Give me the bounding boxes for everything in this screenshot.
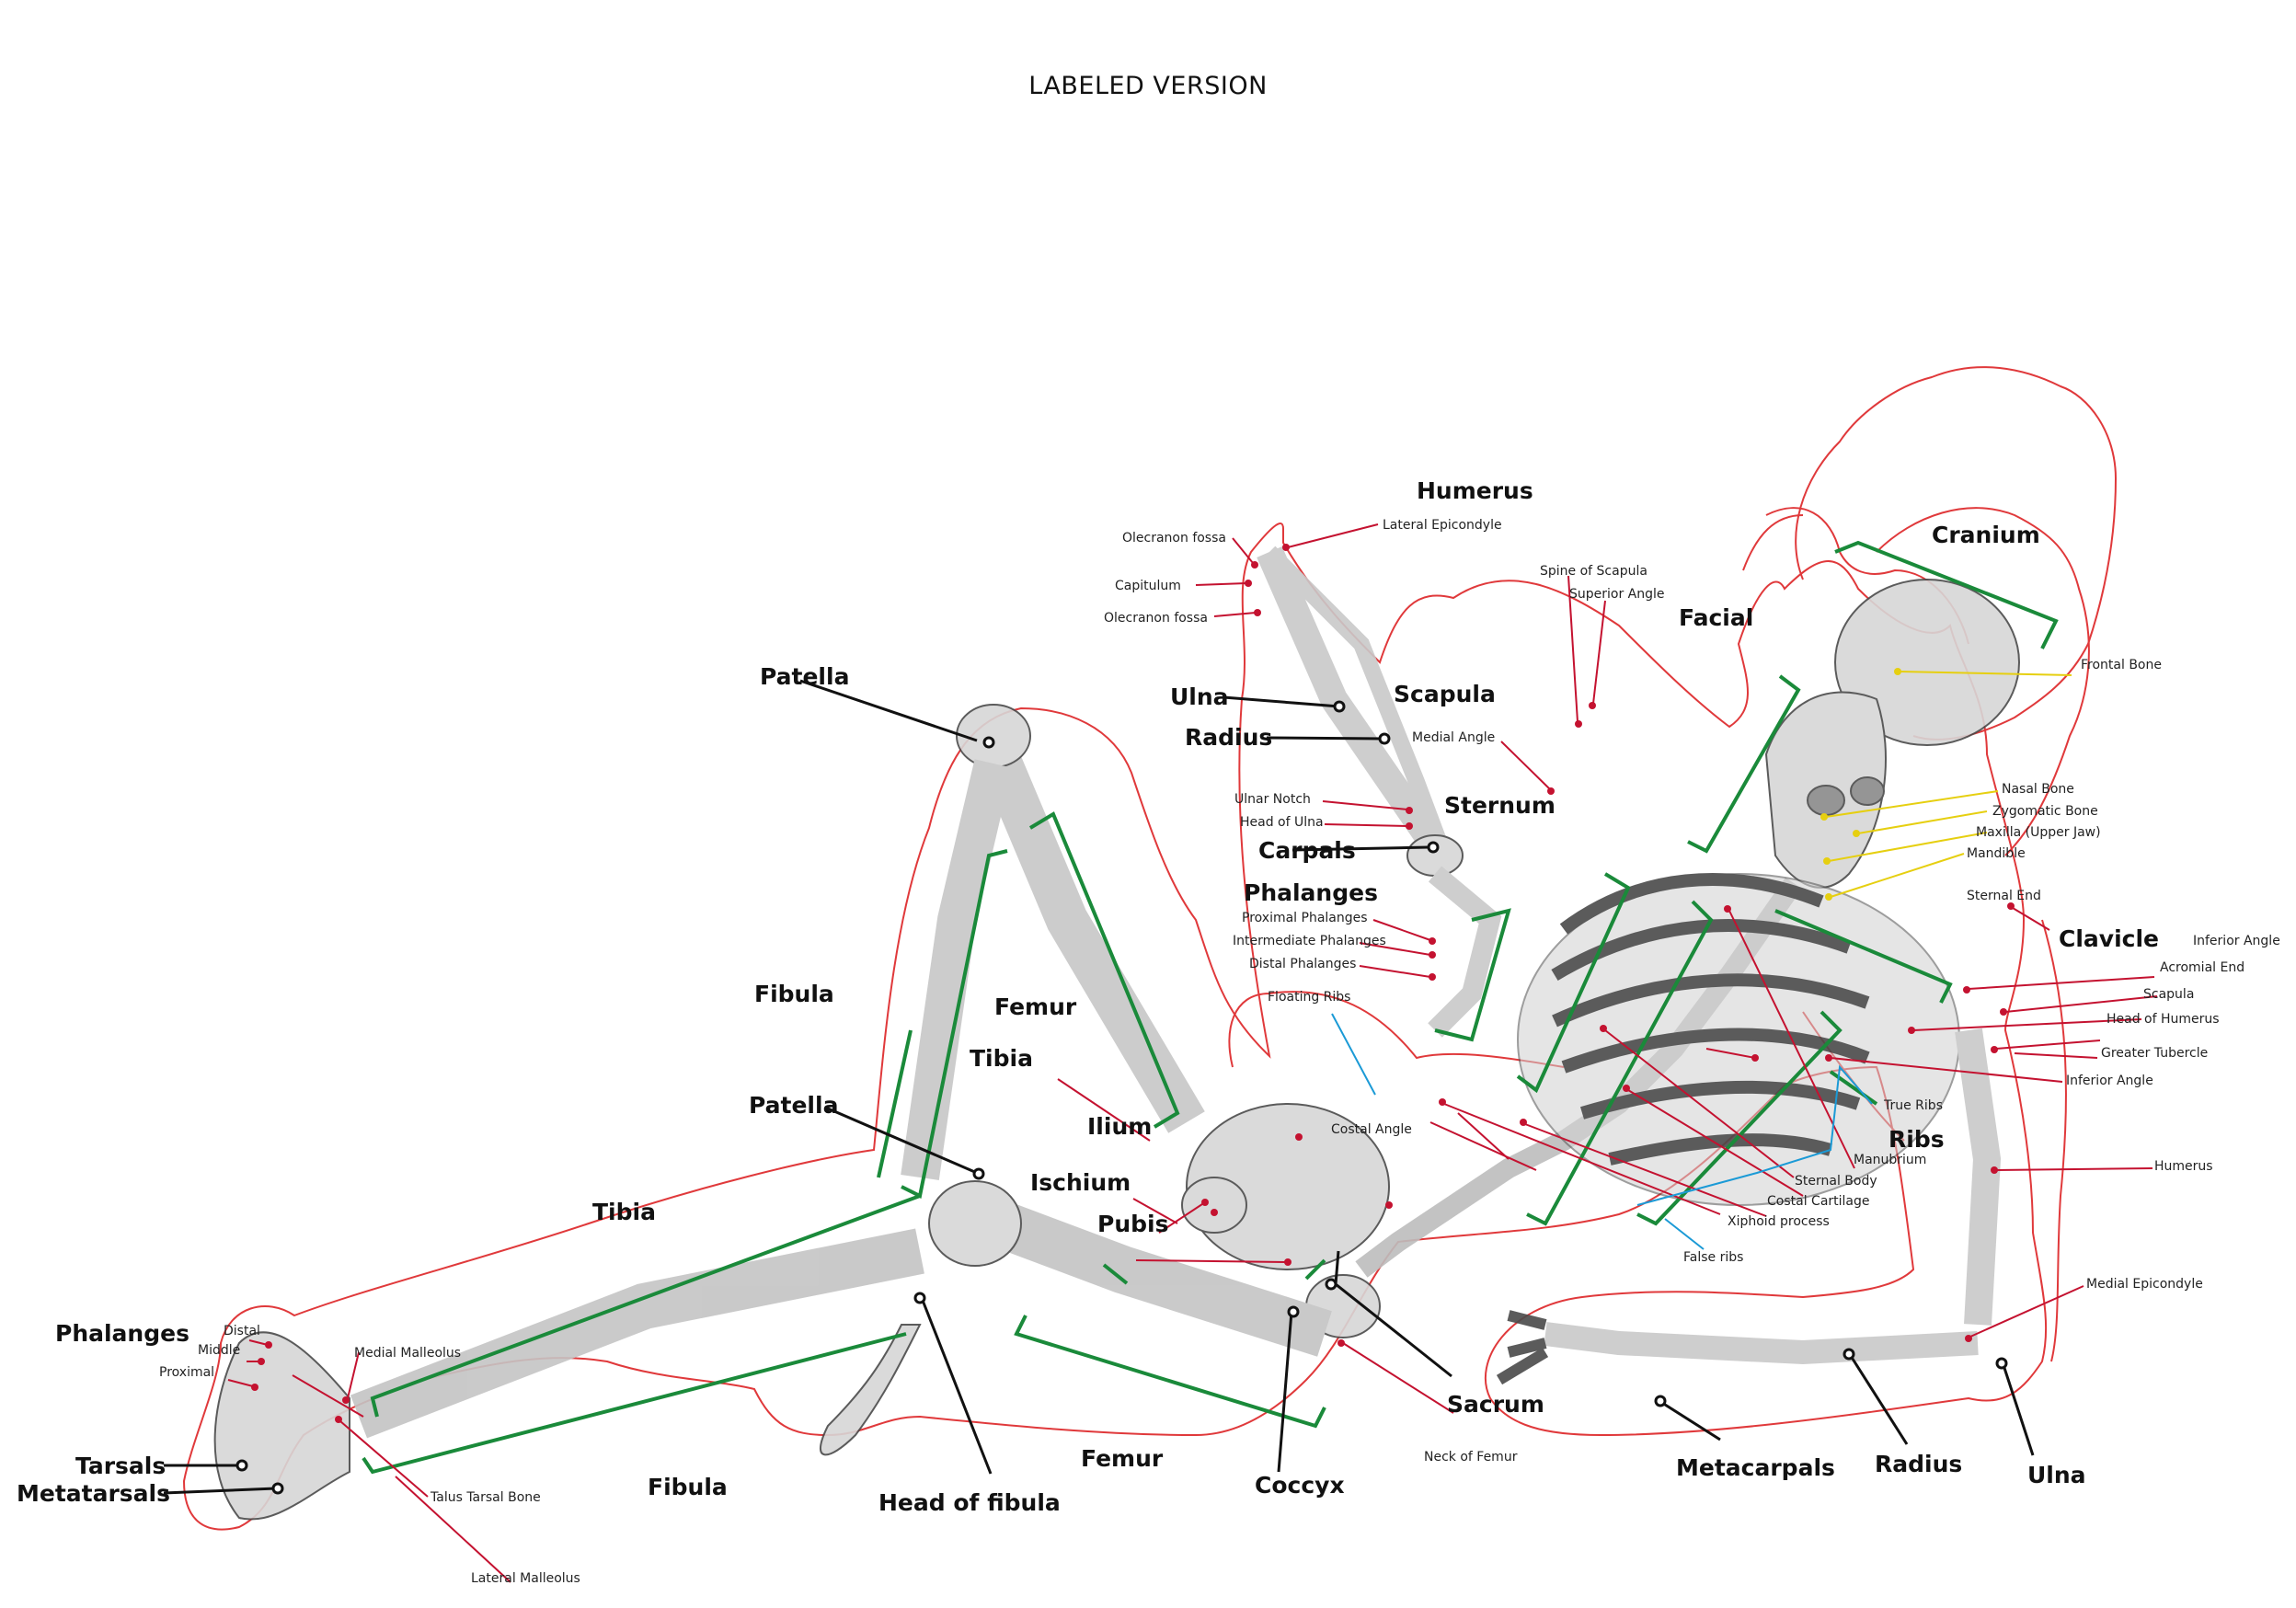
label-proximal-phalanges: Proximal Phalanges bbox=[1242, 911, 1368, 925]
label-ribs: Ribs bbox=[1888, 1126, 1945, 1153]
label-intermediate-phalanges: Intermediate Phalanges bbox=[1233, 934, 1386, 948]
label-clavicle: Clavicle bbox=[2059, 925, 2159, 952]
marker-dots bbox=[235, 544, 2015, 1495]
label-scapula: Scapula bbox=[1394, 681, 1496, 707]
label-patella-lower: Patella bbox=[749, 1092, 838, 1119]
label-false-ribs: False ribs bbox=[1683, 1250, 1743, 1265]
label-ischium: Ischium bbox=[1030, 1169, 1131, 1196]
label-sternal-body: Sternal Body bbox=[1795, 1174, 1877, 1189]
major-labels: Humerus Cranium Facial Patella Ulna Radi… bbox=[17, 477, 2159, 1516]
label-nasal-bone: Nasal Bone bbox=[2002, 782, 2074, 797]
label-head-of-fibula: Head of fibula bbox=[878, 1489, 1061, 1516]
label-phalanges-foot: Phalanges bbox=[55, 1320, 189, 1347]
label-humerus-top: Humerus bbox=[1417, 477, 1533, 504]
leader-lines bbox=[163, 523, 2158, 1583]
label-ulnar-notch: Ulnar Notch bbox=[1234, 792, 1311, 807]
label-costal-cartilage: Costal Cartilage bbox=[1767, 1194, 1870, 1209]
label-floating-ribs: Floating Ribs bbox=[1268, 990, 1350, 1005]
label-fibula-top: Fibula bbox=[754, 981, 834, 1007]
label-radius-lower: Radius bbox=[1875, 1451, 1962, 1477]
label-pubis: Pubis bbox=[1097, 1211, 1168, 1237]
label-coccyx: Coccyx bbox=[1255, 1472, 1345, 1499]
label-sternal-end: Sternal End bbox=[1967, 889, 2041, 903]
label-scapula-minor: Scapula bbox=[2143, 987, 2194, 1002]
label-olecranon-fossa-1: Olecranon fossa bbox=[1122, 531, 1226, 546]
label-femur-lower: Femur bbox=[1081, 1445, 1164, 1472]
label-olecranon-fossa-2: Olecranon fossa bbox=[1104, 611, 1208, 626]
label-capitulum: Capitulum bbox=[1115, 579, 1181, 593]
label-inferior-angle-top: Inferior Angle bbox=[2193, 934, 2280, 948]
label-sternum: Sternum bbox=[1444, 792, 1556, 819]
label-greater-tubercle: Greater Tubercle bbox=[2101, 1046, 2208, 1061]
cranium-outline bbox=[1795, 366, 2118, 741]
label-ulna-top: Ulna bbox=[1170, 683, 1229, 710]
label-medial-angle: Medial Angle bbox=[1412, 730, 1495, 745]
label-costal-angle: Costal Angle bbox=[1331, 1122, 1412, 1137]
page-title: LABELED VERSION bbox=[1028, 72, 1268, 100]
label-superior-angle: Superior Angle bbox=[1569, 587, 1665, 602]
label-sacrum: Sacrum bbox=[1447, 1391, 1544, 1418]
label-cranium: Cranium bbox=[1932, 522, 2040, 548]
label-zygomatic-bone: Zygomatic Bone bbox=[1992, 804, 2098, 819]
label-frontal-bone: Frontal Bone bbox=[2081, 658, 2162, 672]
label-neck-of-femur: Neck of Femur bbox=[1424, 1450, 1518, 1464]
label-medial-malleolus: Medial Malleolus bbox=[354, 1346, 461, 1361]
label-maxilla: Maxilla (Upper Jaw) bbox=[1976, 825, 2101, 840]
label-phalanges-hand: Phalanges bbox=[1244, 879, 1378, 906]
bracket-lines bbox=[362, 540, 2059, 1475]
label-inferior-angle: Inferior Angle bbox=[2066, 1074, 2153, 1088]
label-tibia-top: Tibia bbox=[970, 1045, 1033, 1072]
label-carpals: Carpals bbox=[1258, 837, 1356, 864]
label-spine-of-scapula: Spine of Scapula bbox=[1540, 564, 1647, 579]
label-mandible: Mandible bbox=[1967, 846, 2026, 861]
label-head-of-ulna: Head of Ulna bbox=[1240, 815, 1324, 830]
label-patella-top: Patella bbox=[760, 663, 849, 690]
label-radius-top: Radius bbox=[1185, 724, 1272, 751]
label-humerus-minor: Humerus bbox=[2154, 1159, 2213, 1174]
label-middle: Middle bbox=[198, 1343, 240, 1358]
label-head-of-humerus: Head of Humerus bbox=[2107, 1012, 2220, 1027]
label-manubrium: Manubrium bbox=[1854, 1153, 1926, 1167]
label-facial: Facial bbox=[1679, 604, 1753, 631]
skeleton-drawing bbox=[213, 546, 2020, 1521]
label-proximal: Proximal bbox=[159, 1365, 214, 1380]
label-tibia-lower: Tibia bbox=[592, 1199, 656, 1225]
label-ilium: Ilium bbox=[1087, 1113, 1152, 1140]
label-talus-tarsal-bone: Talus Tarsal Bone bbox=[430, 1490, 541, 1505]
label-lateral-epicondyle: Lateral Epicondyle bbox=[1383, 518, 1502, 533]
label-femur-top: Femur bbox=[994, 994, 1077, 1020]
label-fibula-lower: Fibula bbox=[648, 1474, 728, 1500]
label-tarsals: Tarsals bbox=[75, 1453, 166, 1479]
label-xiphoid-process: Xiphoid process bbox=[1728, 1214, 1830, 1229]
label-ulna-lower: Ulna bbox=[2027, 1462, 2086, 1488]
label-medial-epicondyle: Medial Epicondyle bbox=[2086, 1277, 2203, 1292]
label-true-ribs: True Ribs bbox=[1883, 1098, 1943, 1113]
label-acromial-end: Acromial End bbox=[2160, 960, 2244, 975]
label-metacarpals: Metacarpals bbox=[1676, 1454, 1835, 1481]
label-metatarsals: Metatarsals bbox=[17, 1480, 170, 1507]
label-distal: Distal bbox=[224, 1324, 260, 1338]
label-lateral-malleolus: Lateral Malleolus bbox=[471, 1571, 580, 1586]
label-distal-phalanges: Distal Phalanges bbox=[1249, 957, 1356, 971]
minor-labels: Lateral Epicondyle Olecranon fossa Capit… bbox=[159, 518, 2280, 1586]
